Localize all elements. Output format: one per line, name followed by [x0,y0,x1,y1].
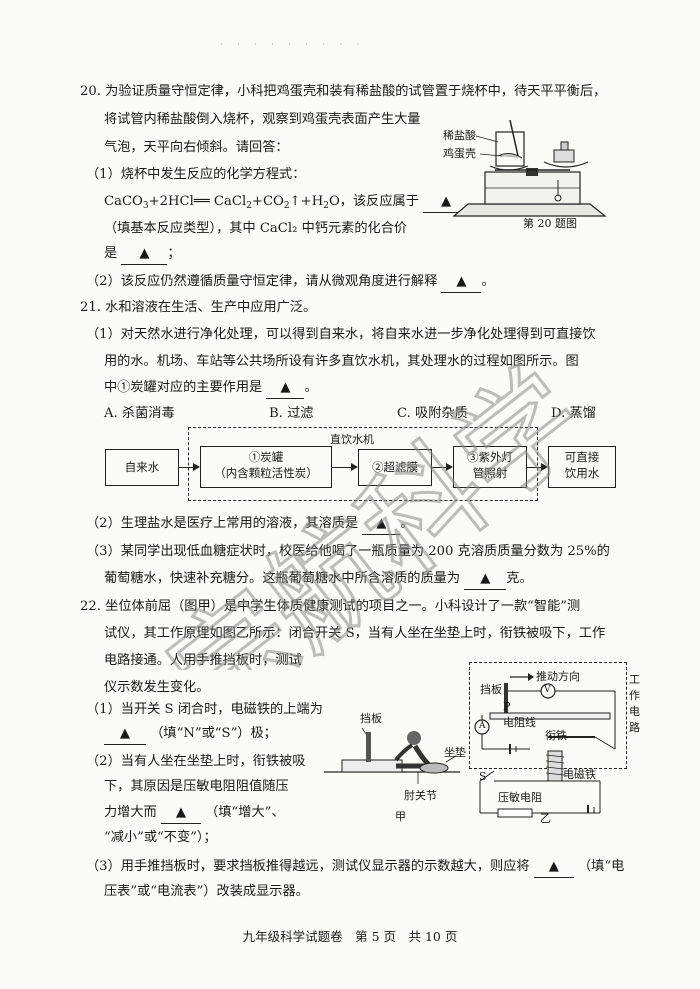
answer-blank[interactable]: ▲ [266,378,305,399]
balance-figure [452,119,607,217]
yi-push-label: 推动方向 [536,670,580,683]
yi-s-label: S [479,770,487,783]
answer-blank[interactable]: ▲ [121,244,168,265]
q21-sub3: （3）某同学出现低血糖症状时，校医给他喝了一瓶质量为 200 克溶质质量分数为 … [86,544,610,559]
q21-line-3: 用的水。机场、车站等公共场所设有许多直饮水机，其处理水的过程如图所示。图 [104,354,579,369]
yi-board-label: 挡板 [480,683,502,696]
q22-sub3: （3）用手推挡板时，要求挡板推得越远，测试仪显示器的示数越大，则应将 ▲ （填“… [86,857,624,878]
yi-p-label: P [503,700,511,713]
q20-line-6: （填基本反应类型），其中 CaCl₂ 中钙元素的化合价 [104,221,408,236]
fig20-caption: 第 20 题图 [523,217,577,230]
q20-sub2: （2）该反应仍然遵循质量守恒定律，请从微观角度进行解释 ▲。 [86,272,495,293]
acid-label: 稀盐酸 [443,129,476,142]
flow-arrow [178,463,200,471]
figure-yi [474,673,616,818]
flow-arrow [432,463,453,471]
q21-sub2: （2）生理盐水是医疗上常用的溶液，其溶质是 ▲。 [86,514,414,535]
flow-end: 可直接 饮用水 [548,446,616,488]
q21-line-1: 21. 水和溶液在生活、生产中应用广泛。 [80,300,317,315]
q22-line-9: 力增大而 ▲ （填“增大”、 [104,803,285,824]
q20-line-3: 气泡，天平向右倾斜。请回答： [104,140,289,155]
page-footer: 九年级科学试题卷 第 5 页 共 10 页 [242,929,458,944]
answer-blank[interactable]: ▲ [160,803,201,824]
flow-step-3: ③紫外灯 管照射 [453,446,527,488]
q22-sub1: （1）当开关 S 闭合时，电磁铁的上端为 [86,702,323,717]
q22-line-12: 压表”或“电流表”）改装成显示器。 [104,884,309,899]
answer-blank[interactable]: ▲ [423,192,470,213]
yi-electromagnet-label: 电磁铁 [563,768,596,781]
q20-line-1: 20. 为验证质量守恒定律，小科把鸡蛋壳和装有稀盐酸的试管置于烧杯中，待天平平衡… [80,84,607,99]
q22-line-10: “减小”或“不变”）； [104,830,217,845]
flow-start: 自来水 [105,449,179,486]
q21-line-2: （1）对天然水进行净化处理，可以得到自来水，将自来水进一步净化处理得到可直接饮 [86,327,596,342]
q21-line-4: 中①炭罐对应的主要作用是 ▲。 [104,378,318,399]
q22-sub2: （2）当有人坐在坐垫上时，衔铁被吸 [86,754,306,769]
jia-cushion-label: 坐垫 [444,746,466,759]
flow-step-1: ①炭罐 （内含颗粒活性炭） [200,446,332,488]
option-c: C. 吸附杂质 [397,406,468,421]
yi-caption: 乙 [540,812,551,825]
q22-line-8: 下，其原因是压敏电阻阻值随压 [104,779,289,794]
machine-label: 直饮水机 [330,433,374,446]
q22-line-2: 试仪，其工作原理如图乙所示：闭合开关 S，当有人坐在坐垫上时，衔铁被吸下，工作 [104,626,606,641]
jia-caption: 甲 [395,810,406,823]
yi-pressure-label: 压敏电阻 [498,791,542,804]
header-strip: · · · · · · · · · [220,40,366,48]
q20-line-2: 将试管内稀盐酸倒入烧杯，观察到鸡蛋壳表面产生大量 [104,112,421,127]
answer-blank[interactable]: ▲ [104,724,146,745]
answer-blank[interactable]: ▲ [464,569,507,590]
yi-a-label: A [479,721,486,731]
q22-line-3: 电路接通。人用手推挡板时，测试 [104,653,302,668]
q22-line-6: ▲ （填“N”或“S”）极； [104,724,277,745]
option-d: D. 蒸馏 [551,406,596,421]
jia-board-label: 挡板 [360,712,382,725]
q20-line-7: 是 ▲； [104,244,181,265]
yi-wire-label: 电阻线 [503,716,536,729]
q21-line-7: 葡萄糖水，快速补充糖分。这瓶葡萄糖水中所含溶质的质量为 ▲克。 [104,569,533,590]
q22-line-4: 仪示数发生变化。 [104,680,210,695]
q20-sub1: （1）烧杯中发生反应的化学方程式： [86,167,306,182]
answer-blank[interactable]: ▲ [533,857,574,878]
yi-v-label: V [544,685,551,695]
answer-blank[interactable]: ▲ [362,514,401,535]
machine-dashed-box [188,427,538,501]
flow-arrow [332,463,358,471]
answer-blank[interactable]: ▲ [441,272,482,293]
yi-work-circuit-label: 工作电路 [629,673,640,734]
flow-arrow [527,463,548,471]
figure-jia [324,727,460,784]
q22-line-1: 22. 坐位体前屈（图甲）是中学生体质健康测试的项目之一。小科设计了一款“智能”… [80,599,581,614]
jia-joint-label: 肘关节 [404,789,437,802]
q20-equation: CaCO3+2HCl══ CaCl2+CO2↑+H2O，该反应属于 ▲ [104,192,470,216]
option-a: A. 杀菌消毒 [104,406,175,421]
flow-step-2: ②超滤膜 [358,449,432,486]
option-b: B. 过滤 [269,406,314,421]
yi-armature-label: 衔铁 [545,729,567,742]
shell-label: 鸡蛋壳 [443,147,476,160]
